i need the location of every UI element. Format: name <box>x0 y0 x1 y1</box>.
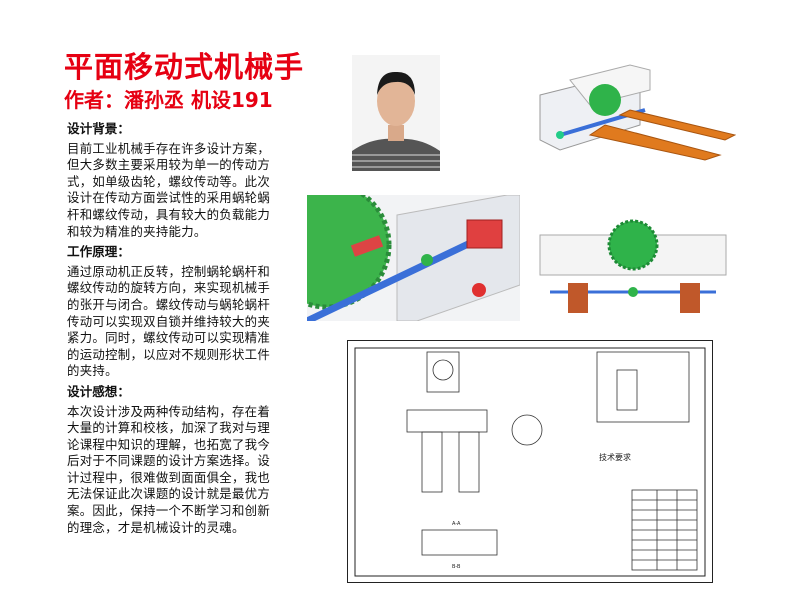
render-isometric <box>539 64 736 161</box>
section-heading: 工作原理： <box>67 244 130 260</box>
render-front <box>539 219 727 313</box>
tech-requirements-label: 技术要求 <box>599 452 631 462</box>
author-line: 作者：潘孙丞 机设191 <box>64 88 273 112</box>
section-body: 目前工业机械手存在许多设计方案，但大多数主要采用较为单一的传动方式，如单级齿轮，… <box>67 140 271 239</box>
section-heading: 设计感想： <box>67 383 130 399</box>
section-heading: 设计背景： <box>67 121 130 136</box>
section-label-b: B-B <box>452 564 461 570</box>
engineering-drawing: 技术要求 A-A B-B <box>347 340 713 583</box>
text-column: 设计背景： 目前工业机械手存在许多设计方案，但大多数主要采用较为单一的传动方式，… <box>67 121 275 540</box>
section-body: 本次设计涉及两种传动结构，存在着大量的计算和校核，加深了我对与理论课程中知识的理… <box>67 403 271 535</box>
author-photo <box>352 55 440 171</box>
poster-title: 平面移动式机械手 <box>64 50 305 84</box>
section-label-a: A-A <box>452 521 461 527</box>
render-closeup <box>307 195 520 321</box>
section-body: 通过原动机正反转，控制蜗轮蜗杆和螺纹传动的旋转方向，来实现机械手的张开与闭合。螺… <box>67 263 271 379</box>
